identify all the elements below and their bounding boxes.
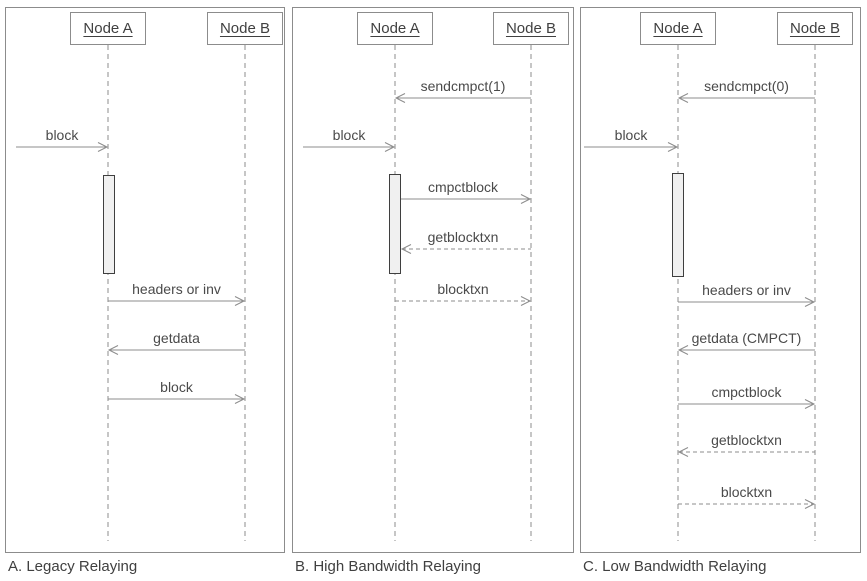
node-b-label: Node B (505, 20, 557, 37)
node-b-label: Node B (219, 20, 271, 37)
panel-legacy-caption: A. Legacy Relaying (8, 558, 138, 575)
panel-high-bandwidth-frame: block sendcmpct(1) cmpctblock getblocktxn bl… (292, 7, 574, 553)
panel-high-bandwidth-relaying: block sendcmpct(1) cmpctblock getblocktxn bl… (292, 7, 574, 581)
message-arrowhead (520, 296, 532, 306)
node-b-box: Node B (777, 12, 853, 45)
panel-legacy-relaying: block headers or inv getdata block Node A Nod… (5, 7, 285, 581)
external-message-label: block (45, 127, 79, 143)
node-a-label: Node A (83, 20, 133, 37)
message-arrowhead (804, 297, 816, 307)
message-label: sendcmpct(1) (420, 78, 506, 94)
message-label: getdata (CMPCT) (691, 330, 802, 346)
message-arrowhead (234, 296, 246, 306)
message-label: getdata (153, 330, 200, 346)
panel-legacy-frame: block headers or inv getdata block Node A Nod… (5, 7, 285, 553)
node-a-label: Node A (370, 20, 420, 37)
external-message-label: block (614, 127, 648, 143)
panel-low-bandwidth-relaying: block sendcmpct(0) headers or inv getdata (… (580, 7, 861, 581)
activation-bar-node-a (389, 174, 401, 274)
node-b-box: Node B (207, 12, 283, 45)
message-arrowhead (400, 244, 412, 254)
external-block-arrowhead (384, 142, 396, 152)
external-message-label: block (332, 127, 366, 143)
message-label: getblocktxn (427, 229, 499, 245)
node-b-label: Node B (789, 20, 841, 37)
node-a-box: Node A (70, 12, 146, 45)
message-label: cmpctblock (427, 179, 499, 195)
node-b-box: Node B (493, 12, 569, 45)
message-arrowhead (804, 399, 816, 409)
message-label: blocktxn (720, 484, 773, 500)
message-arrowhead (677, 93, 689, 103)
external-block-arrowhead (667, 142, 679, 152)
message-label: getblocktxn (711, 432, 782, 448)
message-label: block (160, 379, 193, 395)
activation-bar-node-a (672, 173, 684, 277)
panel-high-bandwidth-caption: B. High Bandwidth Relaying (295, 558, 481, 575)
message-arrowhead (107, 345, 119, 355)
message-arrowhead (677, 447, 689, 457)
activation-bar-node-a (103, 175, 115, 274)
message-arrowhead (520, 194, 532, 204)
message-label: sendcmpct(0) (704, 78, 789, 94)
node-a-box: Node A (640, 12, 716, 45)
message-arrowhead (677, 345, 689, 355)
arrows-layer (16, 45, 246, 541)
node-a-box: Node A (357, 12, 433, 45)
message-arrowhead (234, 394, 246, 404)
panel-low-bandwidth-caption: C. Low Bandwidth Relaying (583, 558, 767, 575)
panel-low-bandwidth-frame: block sendcmpct(0) headers or inv getdata (… (580, 7, 861, 553)
message-arrowhead (804, 499, 816, 509)
message-label: cmpctblock (711, 384, 782, 400)
message-label: headers or inv (702, 282, 791, 298)
arrows-layer (303, 45, 532, 541)
message-arrowhead (394, 93, 406, 103)
arrows-layer (584, 45, 816, 541)
message-label: blocktxn (437, 281, 489, 297)
node-a-label: Node A (653, 20, 703, 37)
message-label: headers or inv (132, 281, 221, 297)
external-block-arrowhead (97, 142, 109, 152)
